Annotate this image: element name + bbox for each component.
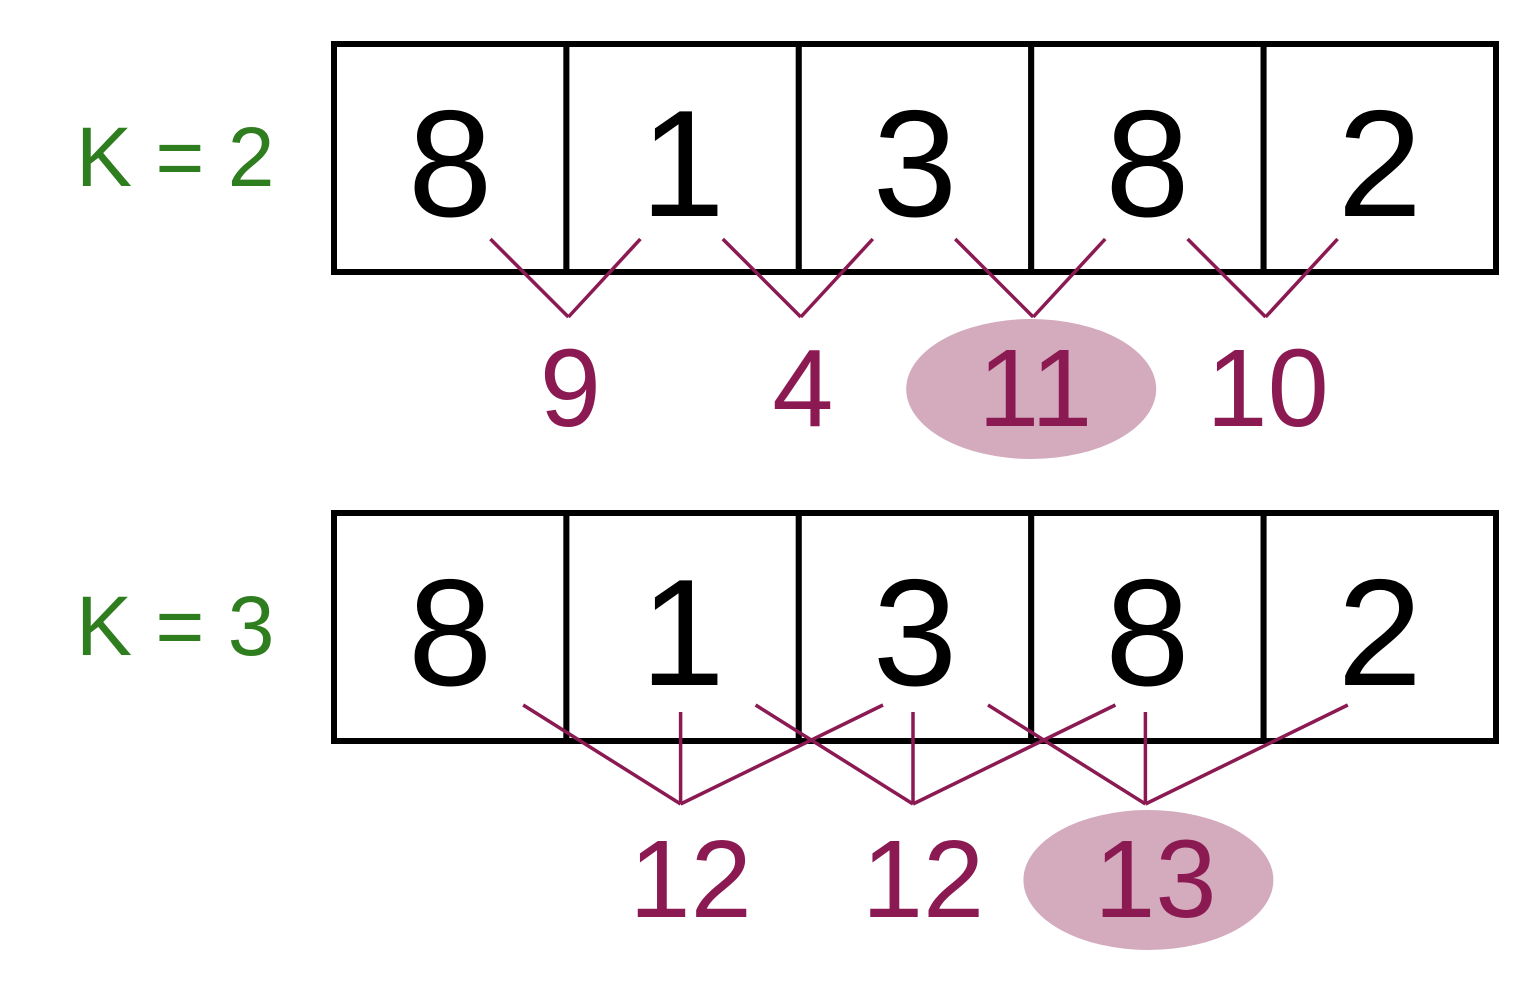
connector-right-arm	[799, 237, 875, 319]
window-sum: 9	[540, 327, 601, 450]
max-window-sum: 11	[978, 327, 1092, 450]
connector-left-arm	[987, 703, 1147, 806]
array-cell-value: 8	[1105, 548, 1190, 718]
connector-right-arm	[1144, 703, 1349, 806]
window-sum: 12	[629, 818, 751, 941]
connector-left-arm	[953, 237, 1035, 319]
connector-right-arm	[1264, 237, 1339, 319]
connector-left-arm	[721, 237, 803, 319]
window-sum: 12	[862, 818, 984, 941]
window-connector	[754, 703, 1117, 806]
window-sum: 4	[772, 327, 833, 450]
connector-left-arm	[754, 703, 914, 806]
array-cell-value: 2	[1338, 79, 1423, 249]
connector-right-arm	[1031, 237, 1107, 319]
array-cell-value: 8	[408, 79, 493, 249]
k-label: K = 2	[76, 110, 274, 204]
array-cell-value: 8	[408, 548, 493, 718]
window-connector	[1186, 237, 1339, 319]
max-window-sum: 13	[1094, 818, 1216, 941]
array-cell	[795, 510, 1035, 744]
array-cell	[1260, 510, 1499, 744]
array-cell-value: 2	[1338, 548, 1423, 718]
connector-left-arm	[522, 703, 682, 806]
array-cell	[1260, 41, 1499, 275]
connector-right-arm	[679, 703, 884, 806]
array-cell-value: 1	[640, 79, 725, 249]
array-cell	[563, 41, 802, 275]
max-sum-highlight	[1023, 810, 1274, 950]
connector-right-arm	[912, 703, 1117, 806]
array-cell	[331, 41, 570, 275]
array-cell-value: 1	[640, 548, 725, 718]
connector-left-arm	[1186, 237, 1267, 319]
array-cell-value: 8	[1105, 79, 1190, 249]
window-connector	[953, 237, 1107, 319]
window-connector	[489, 237, 642, 319]
array-cell	[563, 510, 802, 744]
connector-left-arm	[489, 237, 570, 319]
connector-right-arm	[567, 237, 642, 319]
window-connector	[721, 237, 875, 319]
window-connector	[522, 703, 884, 806]
window-sum: 10	[1206, 327, 1328, 450]
array-cell-value: 3	[873, 548, 958, 718]
array-cell-value: 3	[873, 79, 958, 249]
k-label: K = 3	[76, 579, 274, 673]
array-cell	[795, 41, 1035, 275]
array-cell	[1028, 510, 1267, 744]
max-sum-highlight	[906, 319, 1157, 459]
window-connector	[987, 703, 1349, 806]
